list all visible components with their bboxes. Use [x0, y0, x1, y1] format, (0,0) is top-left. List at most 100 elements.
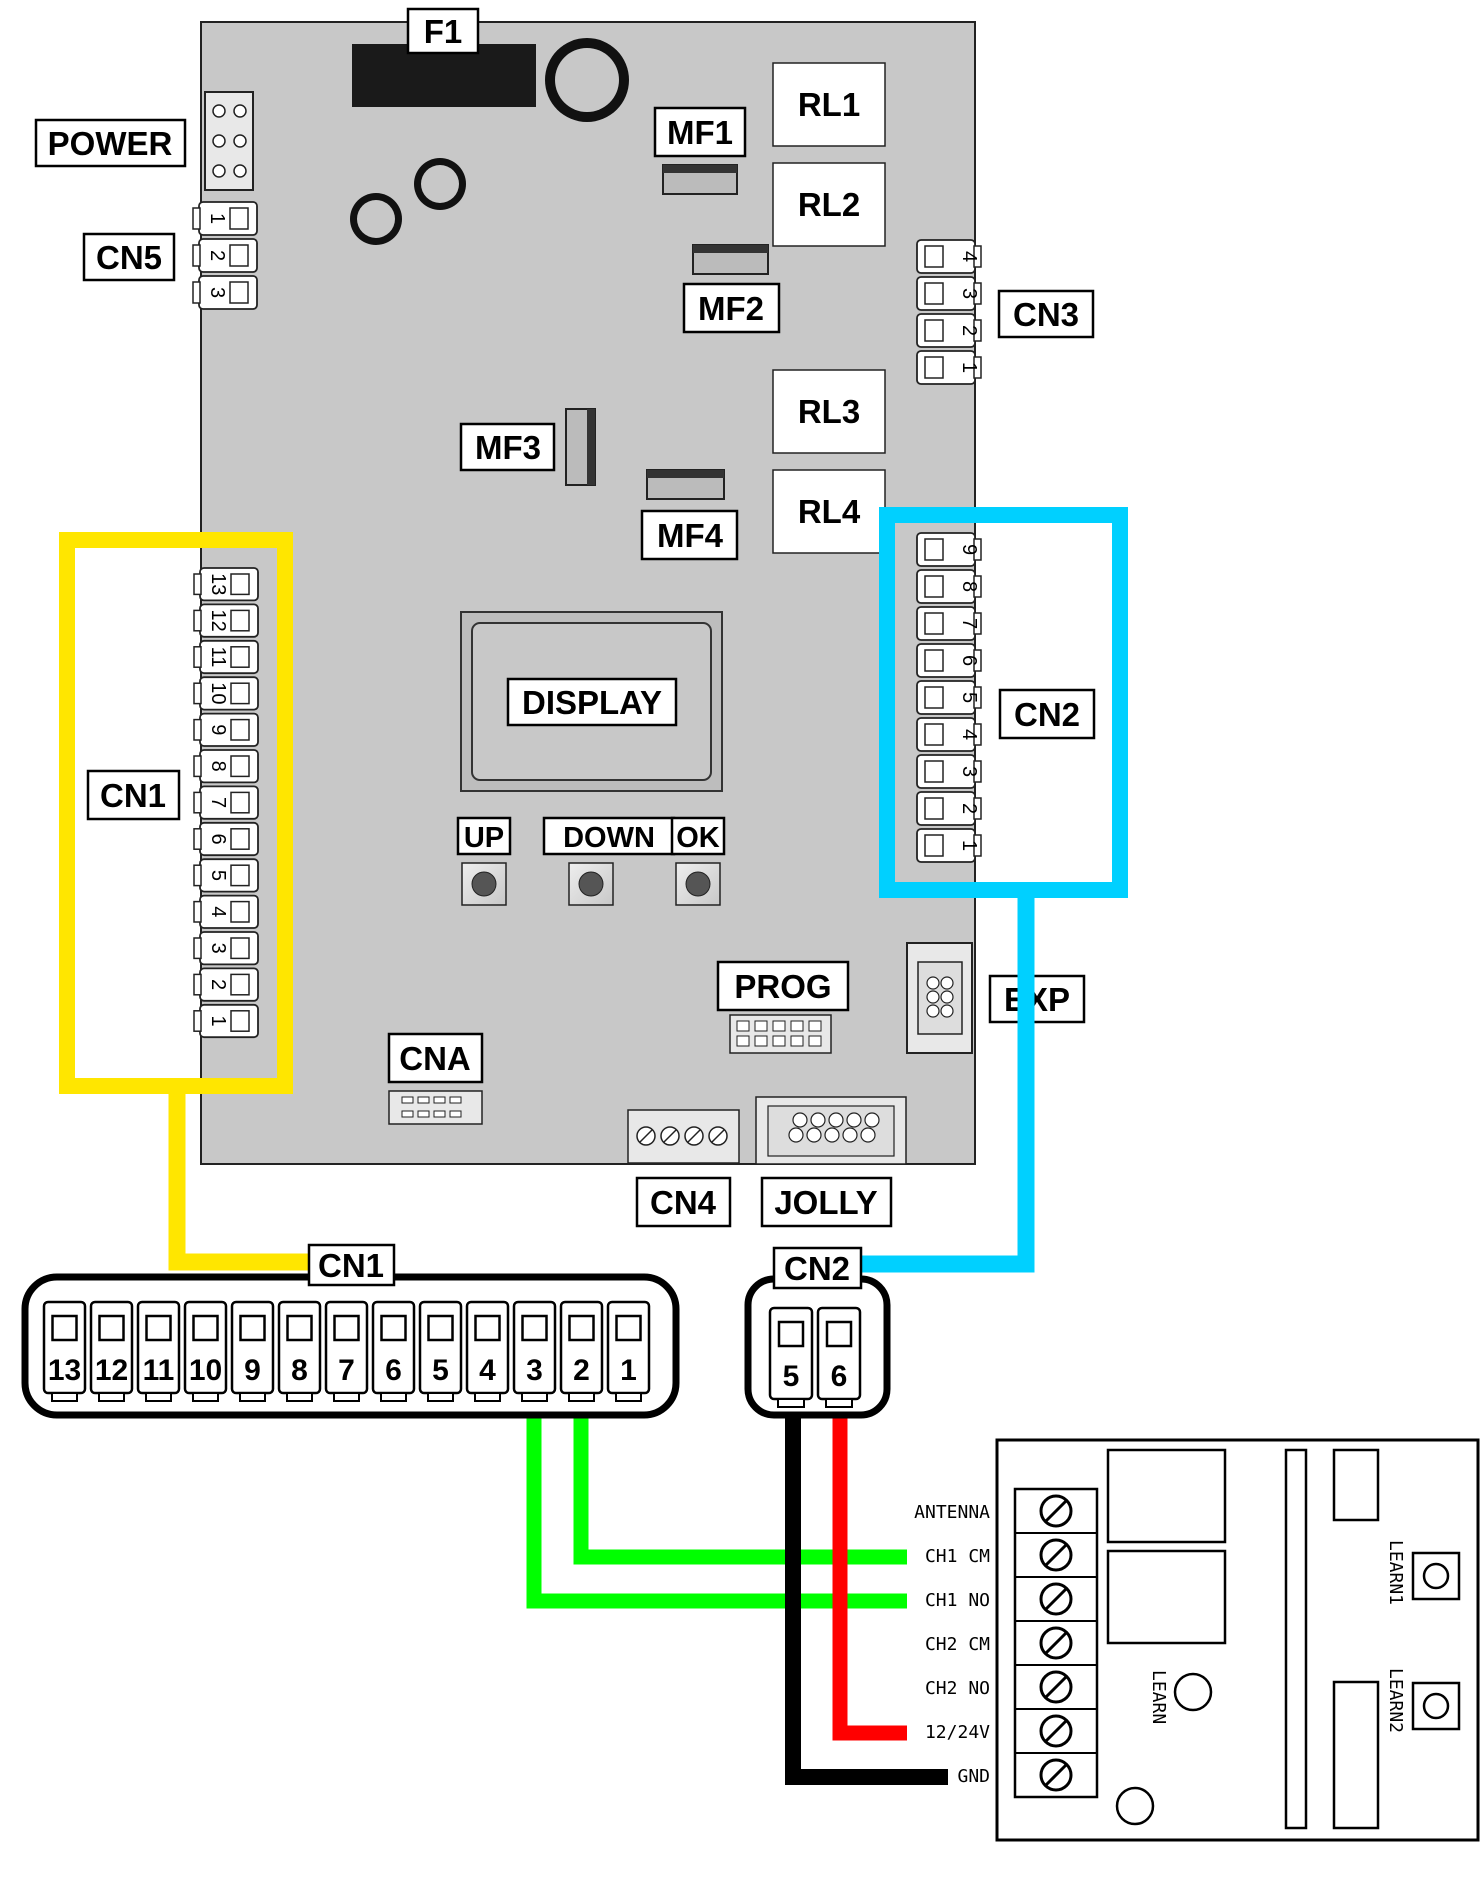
- cn2-leader-line: [862, 890, 1035, 1273]
- label-cn5: CN5: [96, 239, 162, 276]
- label-power: POWER: [48, 125, 173, 162]
- label-jolly: JOLLY: [774, 1184, 877, 1221]
- cn1-pin-number: 7: [207, 797, 229, 808]
- cn2-pin-number: 7: [958, 618, 980, 629]
- cn2-pin-number: 8: [958, 581, 980, 592]
- receiver-relay-2: [1106, 1549, 1227, 1645]
- cn1-zoom-terminal: 7: [324, 1300, 369, 1402]
- cn2-pin-number: 6: [958, 655, 980, 666]
- receiver-terminal: GND: [957, 1758, 1097, 1798]
- learn-label: LEARN: [1148, 1670, 1169, 1724]
- learn1-button-frame: [1411, 1551, 1461, 1601]
- label-cn2: CN2: [1014, 696, 1080, 733]
- receiver-terminal: CH2 CM: [925, 1626, 1097, 1666]
- cn1-zoom-pin-number: 8: [291, 1354, 308, 1387]
- cn1-pin-number: 3: [207, 943, 229, 954]
- cn1-pin: 9: [193, 712, 259, 747]
- cn1-zoom-pin-number: 4: [479, 1354, 496, 1387]
- cn1-pin-number: 4: [207, 906, 229, 917]
- cn1-zoom-pin-number: 10: [189, 1354, 222, 1387]
- cn2-pin-number: 9: [958, 544, 980, 555]
- cn2-pin: 2: [916, 791, 982, 826]
- cn2-pin-number: 2: [958, 803, 980, 814]
- cn3-pin-number: 3: [958, 288, 980, 299]
- label-mf3: MF3: [475, 429, 541, 466]
- receiver-relay-1: [1106, 1448, 1227, 1544]
- cn3-pin: 3: [916, 276, 982, 311]
- cn1-pin-number: 9: [207, 724, 229, 735]
- cn1-pin-number: 2: [207, 979, 229, 990]
- cn3-pin: 1: [916, 350, 982, 385]
- receiver-terminal: CH1 CM: [925, 1538, 1097, 1578]
- receiver-mount-hole: [1115, 1786, 1155, 1826]
- cn2-zoom-terminal: 5: [768, 1306, 814, 1408]
- learn2-button[interactable]: [1422, 1692, 1450, 1720]
- receiver-long-component: [1284, 1448, 1308, 1830]
- cn1-zoom-pin-number: 6: [385, 1354, 402, 1387]
- learn-button[interactable]: [1173, 1672, 1213, 1712]
- learn1-button[interactable]: [1422, 1562, 1450, 1590]
- label-exp: EXP: [1004, 981, 1070, 1018]
- receiver-terminal-label: CH1 NO: [925, 1590, 990, 1611]
- label-rl4: RL4: [798, 493, 861, 530]
- cn1-pin: 8: [193, 749, 259, 784]
- cn2-pin: 5: [916, 680, 982, 715]
- wire-cn1-pin2-to-ch1-cm: [573, 1396, 907, 1565]
- cn5-pin-number: 3: [206, 287, 228, 298]
- cn1-zoom-pin-number: 2: [573, 1354, 590, 1387]
- cn1-pin-number: 11: [207, 647, 229, 668]
- label-rl3: RL3: [798, 393, 860, 430]
- label-cn3: CN3: [1013, 296, 1079, 333]
- label-up: UP: [464, 822, 504, 854]
- relay-rl4: [772, 469, 886, 554]
- cn2-pin-number: 1: [958, 840, 980, 851]
- relay-rl1: [772, 62, 886, 147]
- cn1-pin: 3: [193, 931, 259, 966]
- label-display: DISPLAY: [522, 684, 662, 721]
- cn2-pin: 8: [916, 569, 982, 604]
- label-ok: OK: [676, 822, 720, 854]
- receiver-terminal: CH2 NO: [925, 1670, 1097, 1710]
- cn1-pin: 13: [193, 567, 259, 602]
- cn1-pin: 10: [193, 676, 259, 711]
- wire-cn2-pin5-to-gnd: [785, 1402, 948, 1785]
- cn1-pin: 6: [193, 821, 259, 857]
- cn1-leader-line: [168, 1086, 314, 1271]
- label-rl2: RL2: [798, 186, 860, 223]
- cn1-zoom-terminal: 1: [606, 1300, 651, 1402]
- cn3-pin-number: 4: [958, 251, 980, 262]
- cn1-zoom-terminal: 10: [183, 1300, 228, 1402]
- cn3-pin-number: 2: [958, 325, 980, 336]
- relay-rl3: [772, 369, 886, 454]
- receiver-terminal-label: ANTENNA: [914, 1502, 990, 1523]
- cn1-zoom-terminal: 3: [512, 1300, 557, 1402]
- cn1-zoom-pin-number: 11: [143, 1354, 175, 1387]
- cn1-pin-number: 8: [207, 761, 229, 772]
- cn5-pin: 2: [192, 238, 258, 273]
- cn1-zoom-terminal: 6: [371, 1300, 416, 1402]
- cn1-zoom-terminal: 4: [465, 1300, 510, 1402]
- cn1-zoom-pin-number: 7: [338, 1354, 355, 1387]
- label-down: DOWN: [563, 822, 655, 854]
- cn2-pin: 1: [916, 828, 982, 863]
- label-f1: F1: [424, 13, 463, 50]
- receiver-terminal-label: CH1 CM: [925, 1546, 990, 1567]
- receiver-tall-component: [1332, 1680, 1380, 1830]
- cn1-zoom-pin-number: 1: [620, 1354, 637, 1387]
- jolly-pins: [788, 1112, 880, 1143]
- cn4-screws: [636, 1126, 728, 1146]
- cn1-zoom-terminal: 11: [136, 1300, 181, 1402]
- cn3-terminal-block: 4 3 2 1: [916, 239, 982, 385]
- cn2-zoom-terminal: 6: [816, 1306, 862, 1408]
- cn1-zoom-terminal: 9: [230, 1300, 275, 1402]
- cn3-pin: 2: [916, 313, 982, 348]
- zoom-cn1-title: CN1: [318, 1247, 384, 1284]
- cn2-highlight-frame: [879, 507, 1128, 898]
- cn1-zoom-terminal: 5: [418, 1300, 463, 1402]
- cn1-zoom-pin-number: 9: [244, 1354, 261, 1387]
- receiver-small-component: [1332, 1448, 1380, 1522]
